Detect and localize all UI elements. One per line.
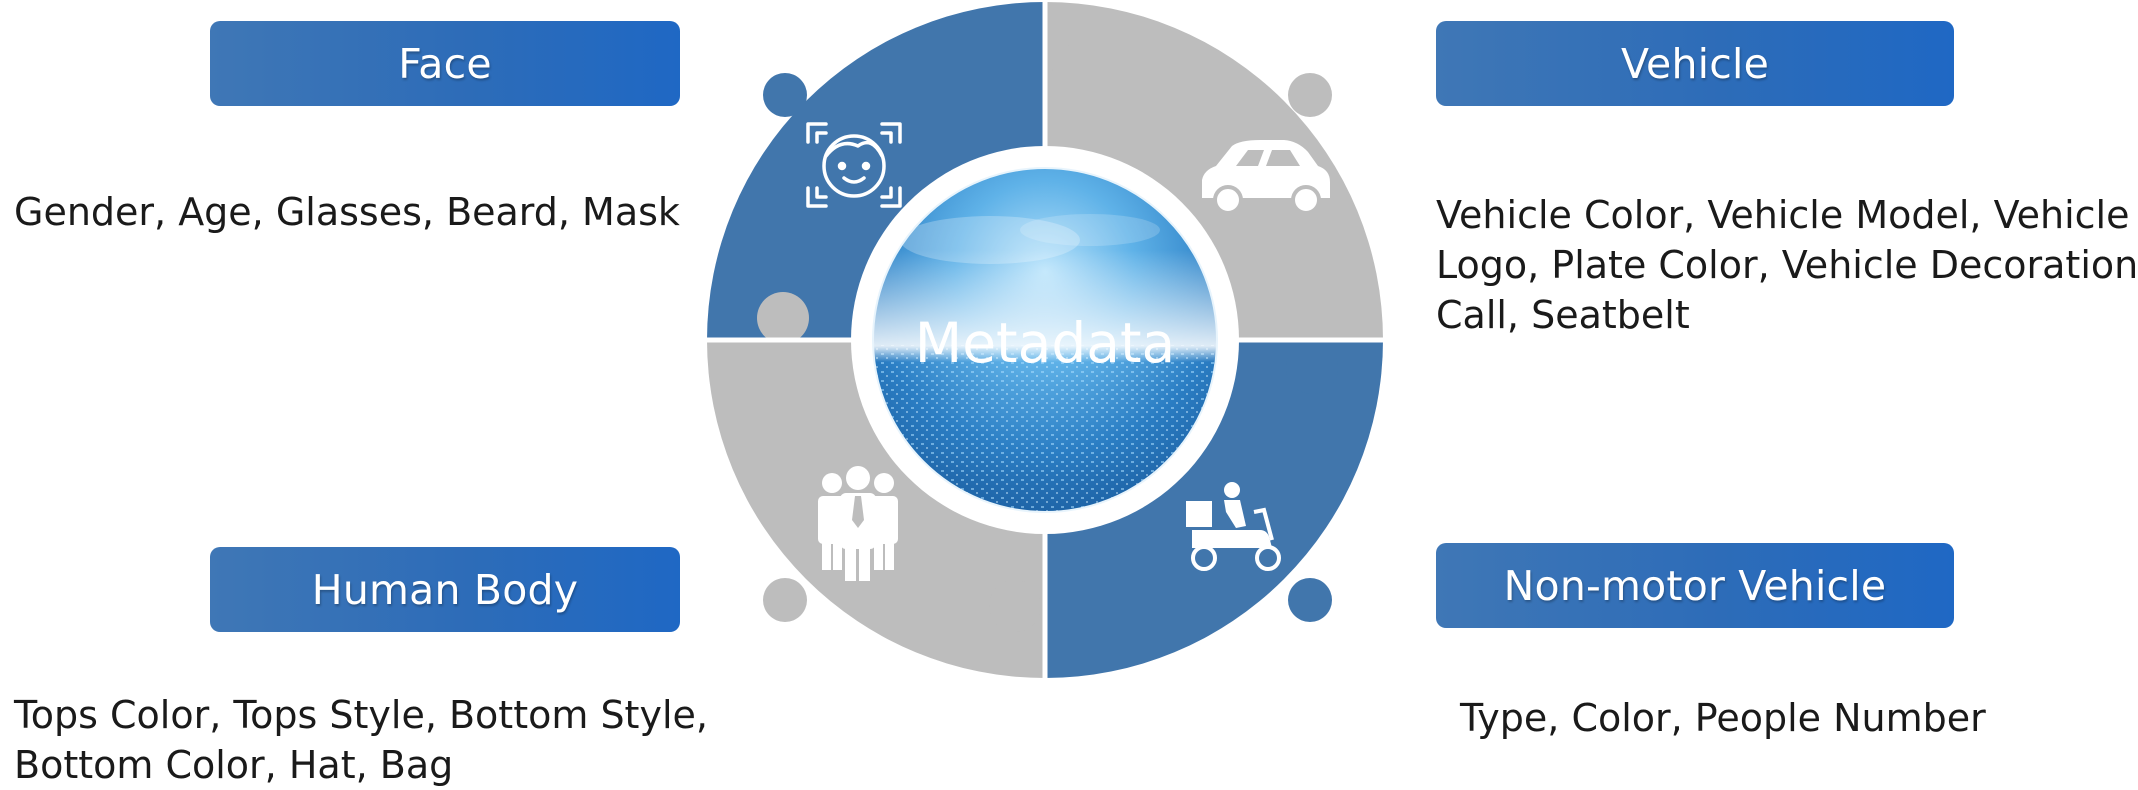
face-title: Face	[210, 21, 680, 106]
face-description-line: Gender, Age, Glasses, Beard, Mask	[14, 190, 680, 234]
puzzle-knob	[989, 580, 1041, 632]
vehicle-title: Vehicle	[1436, 21, 1954, 106]
vehicle-description: Vehicle Color, Vehicle Model, Vehicle Lo…	[1436, 190, 2138, 340]
puzzle-knob	[1286, 342, 1338, 394]
human-body-description-line: Tops Color, Tops Style, Bottom Style,	[14, 693, 708, 737]
face-scan-icon	[806, 122, 902, 208]
non-motor-vehicle-description-line: Type, Color, People Number	[1460, 696, 1986, 740]
vehicle-description-line: Logo, Plate Color, Vehicle Decorations,	[1436, 243, 2138, 287]
puzzle-knob	[763, 73, 807, 117]
human-body-title: Human Body	[210, 547, 680, 632]
non-motor-vehicle-title: Non-motor Vehicle	[1436, 543, 1954, 628]
puzzle-knob	[1288, 73, 1332, 117]
puzzle-knob	[1288, 578, 1332, 622]
car-icon	[1202, 140, 1330, 215]
metadata-puzzle-diagram: Metadata	[700, 0, 1400, 690]
non-motor-vehicle-description: Type, Color, People Number	[1460, 693, 1986, 743]
human-body-description: Tops Color, Tops Style, Bottom Style, Bo…	[14, 690, 708, 790]
center-label: Metadata	[915, 311, 1175, 375]
human-body-description-line: Bottom Color, Hat, Bag	[14, 743, 454, 787]
puzzle-knob	[757, 292, 809, 344]
face-description: Gender, Age, Glasses, Beard, Mask	[14, 187, 680, 237]
puzzle-knob	[763, 578, 807, 622]
scooter-delivery-icon	[1186, 482, 1281, 571]
vehicle-description-line: Call, Seatbelt	[1436, 293, 1690, 337]
people-group-icon	[818, 466, 898, 581]
vehicle-description-line: Vehicle Color, Vehicle Model, Vehicle	[1436, 193, 2130, 237]
puzzle-knob	[1052, 44, 1104, 96]
center-disc-edge	[872, 167, 1218, 513]
